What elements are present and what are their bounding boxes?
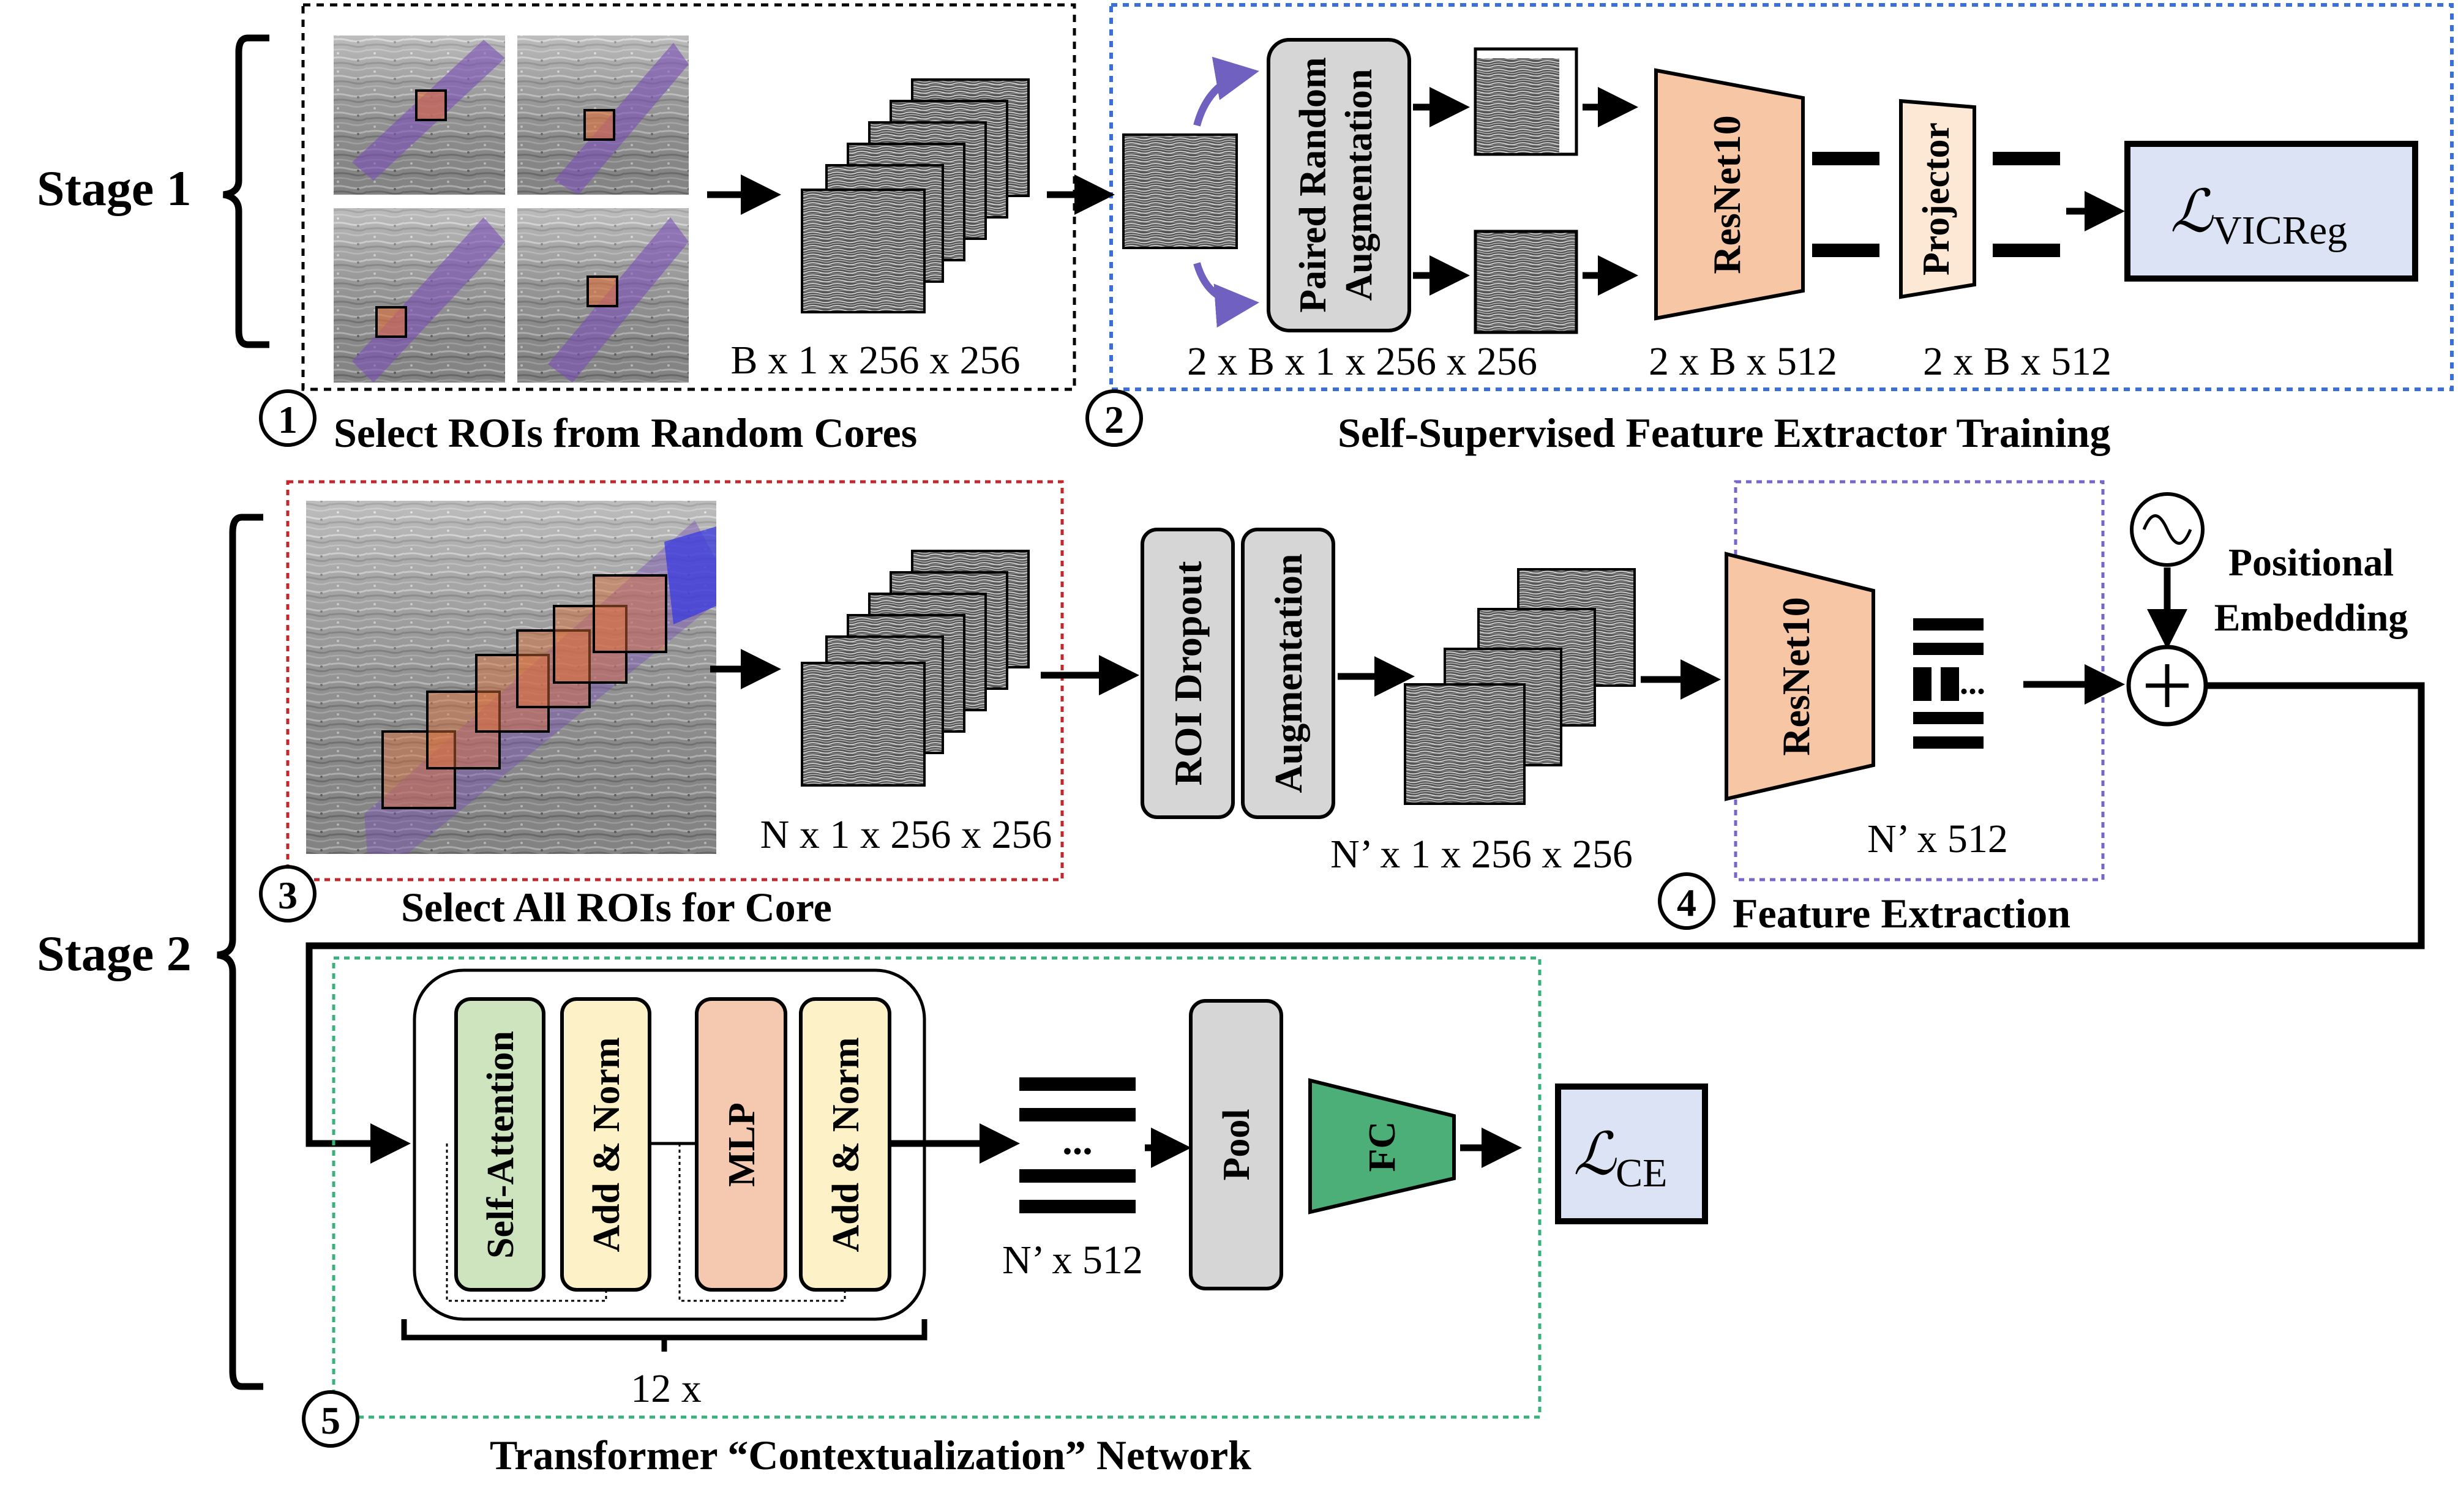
step4-number: 4 (1677, 881, 1696, 924)
s4-feature-tokens (1913, 618, 1984, 749)
stage2-bracket (217, 514, 263, 1390)
s2-proj-shape: 2 x B x 512 (1923, 339, 2111, 384)
pool-label: Pool (1216, 1109, 1257, 1180)
repeat-label: 12 x (631, 1366, 702, 1411)
stage1-bracket (222, 34, 269, 348)
positional-line2: Embedding (2214, 596, 2408, 639)
paired-aug-line1: Paired Random (1292, 57, 1334, 312)
s5-tokens-shape: N’ x 512 (1002, 1238, 1143, 1282)
s3-patches-shape: N x 1 x 256 x 256 (760, 812, 1052, 857)
projector-block (1899, 99, 1976, 299)
residual-connection-2 (678, 1143, 846, 1302)
roi-thumb-2 (517, 36, 689, 195)
patch-stack-1 (801, 78, 1030, 313)
s2-feature-bar-1 (1812, 152, 1879, 165)
s2-feature-bar-2 (1812, 244, 1879, 257)
sine-wave-icon (2142, 514, 2192, 545)
vicreg-loss-symbol: ℒ (2170, 179, 2214, 244)
s5-output-tokens (1019, 1077, 1136, 1213)
stage1-label: Stage 1 (37, 160, 192, 216)
fc-block (1308, 1078, 1456, 1214)
step5-number: 5 (321, 1399, 340, 1442)
repeat-bracket (401, 1319, 927, 1352)
ce-loss-symbol: ℒ (1573, 1121, 1617, 1187)
step3-frame (286, 480, 1064, 881)
s4-feat-shape: N’ x 512 (1867, 817, 2008, 861)
roi-thumbnails-grid (334, 36, 689, 383)
augmentation-label: Augmentation (1267, 553, 1310, 793)
s2-proj-bar-2 (1993, 244, 2060, 257)
roi-box-group (381, 574, 667, 809)
curved-arrow-up (1193, 56, 1259, 127)
step3-title: Select All ROIs for Core (401, 884, 832, 930)
s2-input-patch (1122, 133, 1238, 249)
step1-title: Select ROIs from Random Cores (334, 410, 917, 456)
s3-aug-shape: N’ x 1 x 256 x 256 (1330, 832, 1633, 877)
s5-dots: ... (1062, 1118, 1093, 1163)
vicreg-loss-label: ℒVICReg (2170, 179, 2347, 253)
resnet10-bottom-label: ResNet10 (1774, 597, 1818, 755)
core-ultrasound-image (306, 501, 716, 854)
resnet10-top-block (1654, 68, 1805, 321)
step3-number: 3 (278, 874, 298, 917)
ce-loss-subscript: CE (1616, 1151, 1667, 1196)
mlp-label: MLP (721, 1102, 763, 1187)
step2-number: 2 (1104, 398, 1124, 441)
pool-block (1189, 999, 1283, 1290)
patch-stack-3 (801, 550, 1030, 787)
ce-loss-label: ℒCE (1573, 1121, 1667, 1196)
residual-connection-1 (446, 1143, 607, 1302)
resnet10-top-label: ResNet10 (1705, 115, 1748, 274)
s2-resnet-shape: 2 x B x 512 (1649, 339, 1837, 384)
resnet10-bottom-block (1725, 552, 1875, 801)
curved-arrow-down (1193, 262, 1259, 328)
self-attention-block (454, 997, 545, 1292)
step2-badge (1085, 389, 1143, 447)
roi-dropout-label: ROI Dropout (1166, 561, 1210, 786)
augmentation-block (1241, 528, 1335, 819)
s2-aug-shape: 2 x B x 1 x 256 x 256 (1187, 339, 1537, 384)
step4-badge (1658, 872, 1715, 930)
projector-label: Projector (1916, 122, 1957, 275)
step4-title: Feature Extraction (1733, 890, 2070, 937)
fc-label: FC (1362, 1121, 1403, 1172)
s4-dots: ... (1960, 664, 1985, 702)
roi-thumb-4 (517, 208, 689, 383)
add-norm-2-label: Add & Norm (825, 1037, 867, 1252)
step2-title: Self-Supervised Feature Extractor Traini… (1338, 410, 2110, 456)
vicreg-loss-subscript: VICReg (2213, 208, 2347, 253)
stage2-label: Stage 2 (37, 926, 192, 981)
self-attention-label: Self-Attention (480, 1031, 522, 1259)
step1-number: 1 (278, 398, 298, 441)
step5-badge (302, 1390, 359, 1448)
routing-line-to-transformer (305, 682, 2425, 1164)
add-norm-1-label: Add & Norm (586, 1037, 628, 1252)
roi-dropout-block (1141, 528, 1235, 819)
paired-aug-line2: Augmentation (1338, 69, 1380, 301)
step1-badge (259, 389, 317, 447)
roi-thumb-3 (334, 208, 505, 383)
patch-stack-augmented (1404, 568, 1636, 805)
step5-title: Transformer “Contextualization” Network (490, 1432, 1251, 1478)
roi-thumb-1 (334, 36, 505, 195)
augmented-view-2 (1474, 230, 1578, 334)
s2-proj-bar-1 (1993, 152, 2060, 165)
augmented-view-1 (1474, 47, 1578, 156)
s1-patches-shape: B x 1 x 256 x 256 (730, 338, 1020, 383)
step3-badge (259, 865, 317, 923)
positional-line1: Positional (2228, 541, 2394, 584)
paired-augmentation-block (1267, 38, 1411, 332)
ce-loss-box (1555, 1083, 1708, 1224)
vicreg-loss-box (2124, 141, 2418, 282)
